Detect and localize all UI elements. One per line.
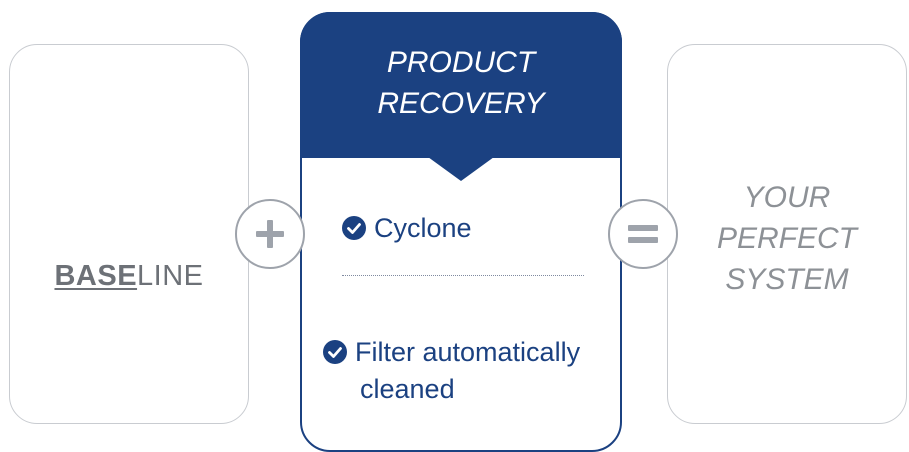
right-line-3: SYSTEM <box>725 263 849 296</box>
feature-filter-label-line-2: cleaned <box>360 374 455 404</box>
product-recovery-title: PRODUCT RECOVERY <box>300 42 622 124</box>
product-recovery-card: PRODUCT RECOVERY Cyclone Filter automati… <box>300 12 622 452</box>
baseline-logo-bold: BASE <box>54 260 138 292</box>
perfect-system-card: YOUR PERFECT SYSTEM <box>667 44 907 424</box>
baseline-logo-regular: LINE <box>137 260 204 292</box>
baseline-card: BASELINE <box>9 44 249 424</box>
equals-icon <box>608 199 678 269</box>
title-line-1: PRODUCT <box>386 46 536 79</box>
feature-cyclone: Cyclone <box>342 210 472 247</box>
feature-filter-label-line-1: Filter automatically <box>355 337 581 367</box>
product-recovery-header: PRODUCT RECOVERY <box>300 12 622 181</box>
right-line-1: YOUR <box>743 181 831 214</box>
baseline-logo: BASELINE <box>10 259 248 293</box>
header-pointer <box>428 157 494 181</box>
feature-filter: Filter automatically cleaned <box>323 334 613 408</box>
plus-icon <box>235 199 305 269</box>
perfect-system-text: YOUR PERFECT SYSTEM <box>668 177 906 300</box>
right-line-2: PERFECT <box>716 222 857 255</box>
feature-cyclone-label: Cyclone <box>374 213 472 243</box>
title-line-2: RECOVERY <box>377 87 545 120</box>
checkmark-icon <box>342 216 366 240</box>
feature-divider <box>342 275 584 276</box>
checkmark-icon <box>323 340 347 364</box>
